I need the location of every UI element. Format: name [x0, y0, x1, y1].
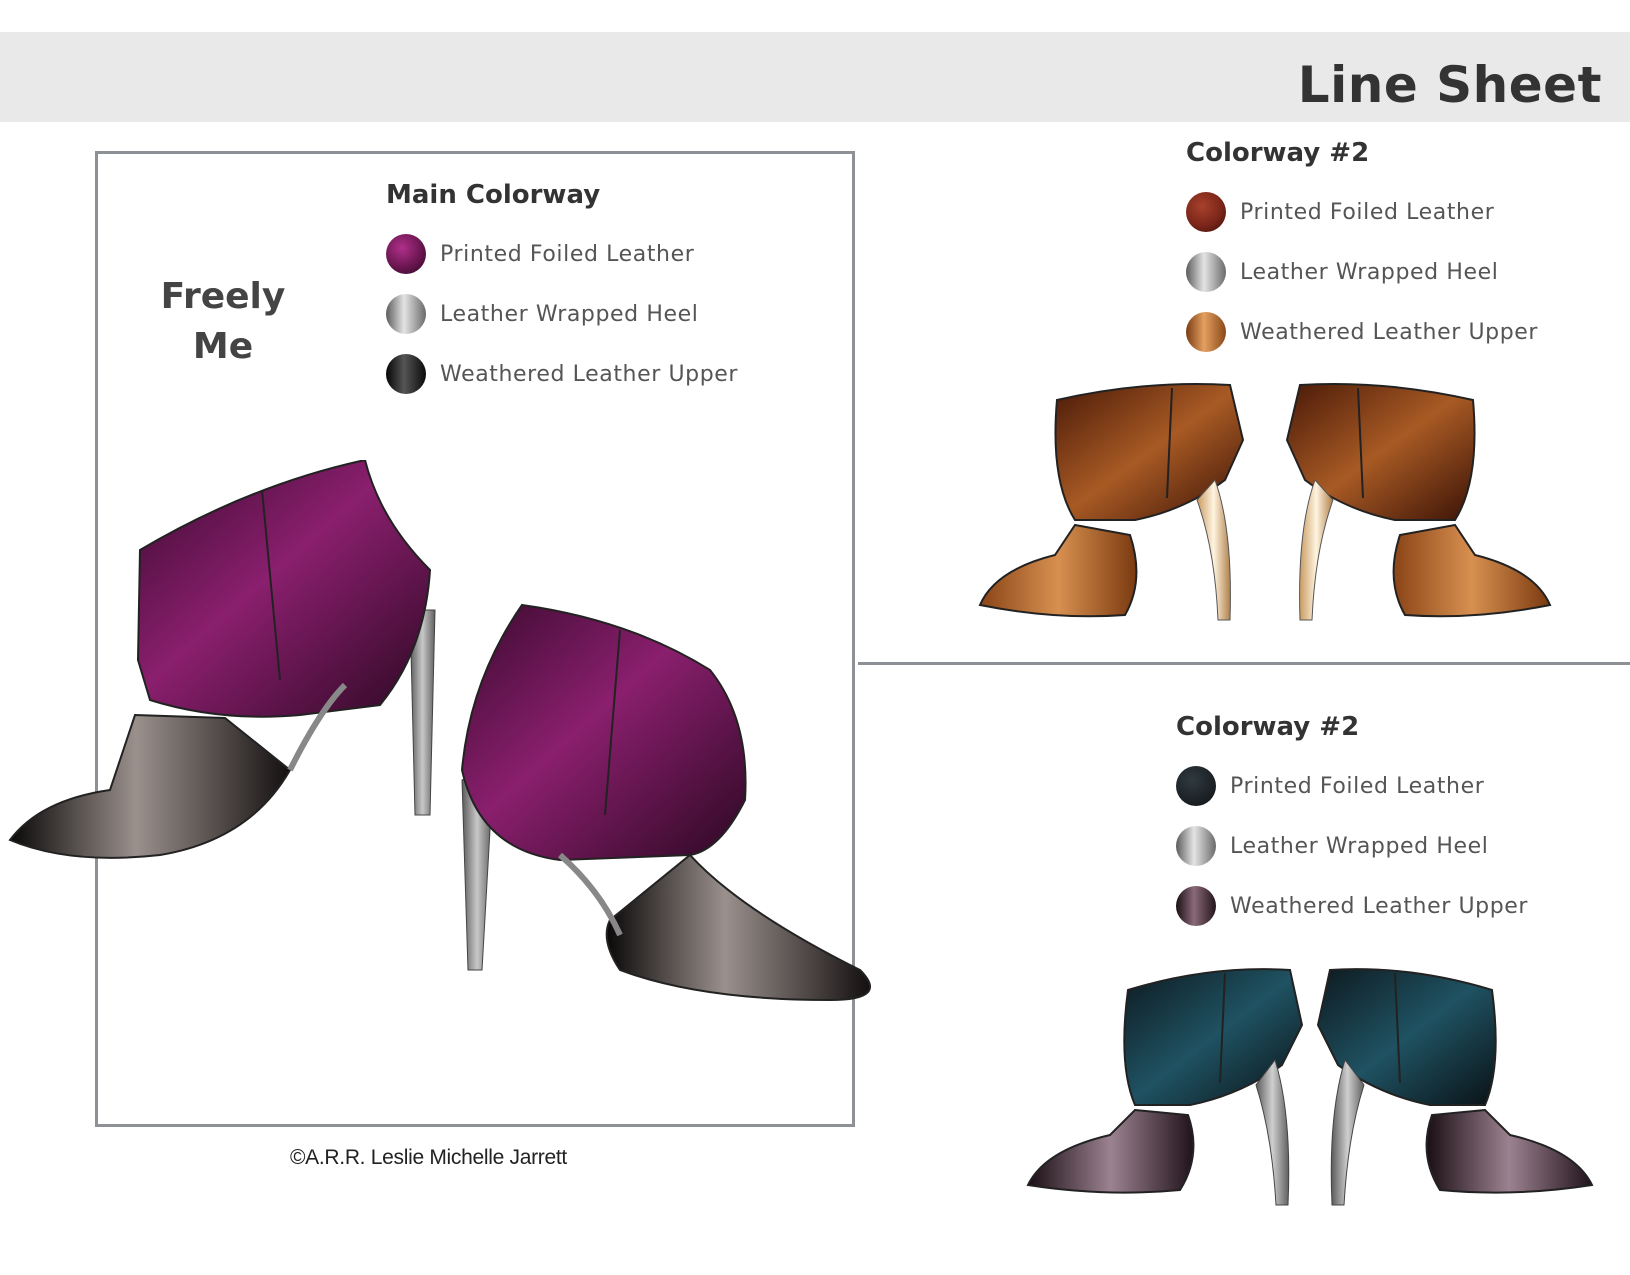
legend-item: Printed Foiled Leather: [386, 224, 738, 284]
colorway-b-title: Colorway #2: [1176, 712, 1360, 742]
main-colorway-title: Main Colorway: [386, 180, 601, 210]
legend-item-label: Leather Wrapped Heel: [440, 301, 699, 327]
legend-item-label: Weathered Leather Upper: [1230, 893, 1529, 919]
main-colorway-legend: Main Colorway Printed Foiled Leather Lea…: [386, 180, 738, 404]
shoe-left: [1026, 968, 1304, 1206]
main-colorway-frame: [95, 151, 855, 1127]
dark-print-swatch-icon: [1176, 766, 1216, 806]
legend-item-label: Printed Foiled Leather: [440, 241, 695, 267]
legend-item: Weathered Leather Upper: [386, 344, 738, 404]
shoe-right: [1285, 383, 1552, 621]
section-divider: [858, 662, 1630, 665]
legend-item: Weathered Leather Upper: [1186, 302, 1538, 362]
shoe-right: [1316, 968, 1594, 1206]
red-print-swatch-icon: [1186, 192, 1226, 232]
legend-item: Leather Wrapped Heel: [1186, 242, 1538, 302]
legend-item: Leather Wrapped Heel: [386, 284, 738, 344]
header-band: [0, 32, 1630, 122]
colorway-a-legend: Colorway #2 Printed Foiled Leather Leath…: [1186, 138, 1538, 362]
shoe-right: [460, 603, 871, 1002]
legend-item: Weathered Leather Upper: [1176, 876, 1528, 936]
legend-item: Leather Wrapped Heel: [1176, 816, 1528, 876]
gray-heel-swatch-icon: [386, 294, 426, 334]
legend-item-label: Weathered Leather Upper: [1240, 319, 1539, 345]
purple-print-swatch-icon: [386, 234, 426, 274]
page-title: Line Sheet: [1297, 56, 1602, 114]
shoe-left: [8, 460, 436, 859]
legend-item: Printed Foiled Leather: [1186, 182, 1538, 242]
legend-item-label: Printed Foiled Leather: [1230, 773, 1485, 799]
legend-item-label: Printed Foiled Leather: [1240, 199, 1495, 225]
legend-item: Printed Foiled Leather: [1176, 756, 1528, 816]
legend-item-label: Leather Wrapped Heel: [1240, 259, 1499, 285]
copyright-credit: ©A.R.R. Leslie Michelle Jarrett: [290, 1146, 567, 1169]
colorway-b-shoes-illustration: [1026, 968, 1594, 1206]
legend-item-label: Weathered Leather Upper: [440, 361, 739, 387]
shoe-left: [978, 383, 1245, 621]
plum-leather-swatch-icon: [1176, 886, 1216, 926]
main-colorway-shoes-illustration: [8, 460, 871, 1002]
gray-heel-swatch-icon: [1176, 826, 1216, 866]
style-name: Freely Me: [148, 272, 298, 372]
style-name-line-1: Freely: [160, 276, 286, 317]
tan-leather-swatch-icon: [1186, 312, 1226, 352]
gray-heel-swatch-icon: [1186, 252, 1226, 292]
legend-item-label: Leather Wrapped Heel: [1230, 833, 1489, 859]
colorway-b-legend: Colorway #2 Printed Foiled Leather Leath…: [1176, 712, 1528, 936]
black-leather-swatch-icon: [386, 354, 426, 394]
colorway-a-shoes-illustration: [978, 383, 1552, 621]
colorway-a-title: Colorway #2: [1186, 138, 1370, 168]
style-name-line-2: Me: [192, 326, 254, 367]
